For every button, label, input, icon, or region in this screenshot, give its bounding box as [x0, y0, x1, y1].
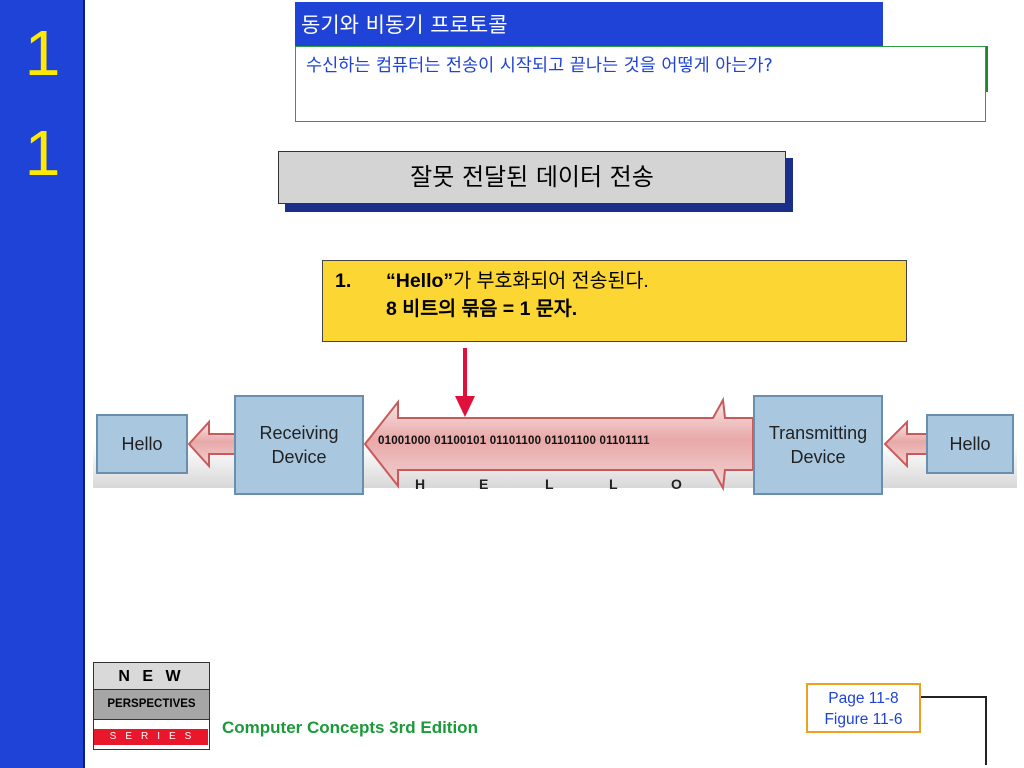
chapter-digit-bottom: 1: [24, 117, 61, 189]
new-perspectives-logo: N E W PERSPECTIVES SERIES: [93, 662, 210, 750]
figure-reference: Figure 11-6: [824, 711, 903, 728]
transmitting-device-box: Transmitting Device: [753, 395, 883, 495]
logo-perspectives: PERSPECTIVES: [94, 690, 209, 720]
letter-e: E: [479, 476, 489, 492]
subtitle-box: 잘못 전달된 데이터 전송: [278, 151, 786, 204]
chapter-band: 1 1: [0, 0, 85, 768]
question-box: 수신하는 컴퓨터는 전송이 시작되고 끝나는 것을 어떻게 아는가?: [295, 46, 986, 122]
page-reference: Page 11-8: [828, 690, 899, 707]
step-number: 1.: [335, 270, 352, 292]
step-box: 1. “Hello”가 부호화되어 전송된다. 8 비트의 묶음 = 1 문자.: [322, 260, 907, 342]
letter-o: O: [671, 476, 682, 492]
book-title: Computer Concepts 3rd Edition: [222, 718, 478, 737]
reference-line-horizontal: [921, 696, 987, 698]
hello-output-box: Hello: [96, 414, 188, 474]
chapter-digit-top: 1: [24, 17, 61, 89]
letter-h: H: [415, 476, 426, 492]
letter-l-1: L: [545, 476, 554, 492]
transmission-diagram: Hello Receiving Device 01001000 01100101…: [93, 392, 1017, 512]
step-quote: “Hello”: [386, 270, 454, 292]
slide-title: 동기와 비동기 프로토콜: [295, 2, 883, 48]
step-line-1-rest: 가 부호화되어 전송된다.: [453, 270, 649, 292]
logo-series: SERIES: [94, 729, 208, 745]
logo-new: N E W: [94, 663, 209, 690]
logo-bottom: SERIES: [94, 720, 209, 747]
bit-stream: 01001000 01100101 01101100 01101100 0110…: [378, 435, 650, 447]
letter-l-2: L: [609, 476, 618, 492]
step-line-1: 1. “Hello”가 부호화되어 전송된다.: [335, 267, 906, 295]
red-down-arrow-icon: [455, 348, 475, 417]
receiving-device-box: Receiving Device: [234, 395, 364, 495]
figure-reference-box: Page 11-8 Figure 11-6: [806, 683, 921, 733]
reference-line-vertical: [985, 697, 987, 765]
step-line-2: 8 비트의 묶음 = 1 문자.: [386, 298, 578, 320]
hello-input-box: Hello: [926, 414, 1014, 474]
